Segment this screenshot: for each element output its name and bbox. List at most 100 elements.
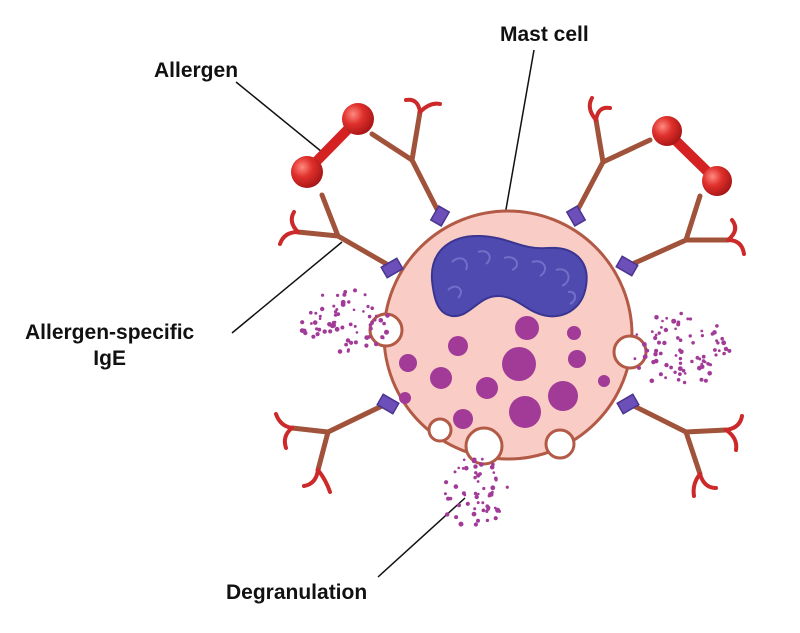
granule-dot [657,340,661,345]
granule-dot [382,321,386,326]
granule-dot [688,317,693,321]
granule-dot [463,493,467,497]
granule-dot [699,377,704,382]
granule-dot [333,313,338,317]
mast-cell-label: Mast cell [500,23,589,46]
degranulation-leader [377,497,466,578]
granule-dot [380,318,383,322]
granule-dot [712,330,717,335]
granule-dot [355,331,359,334]
granule-dot [473,522,478,527]
granule-dot [660,326,663,329]
granule-dot [681,368,686,373]
granule-dot [321,293,325,297]
granule-dot [654,315,659,320]
granule-dot [320,306,325,312]
ige-antibody [369,97,443,218]
granule-dot [717,349,721,353]
granule-dot [493,516,498,521]
allergen-label: Allergen [154,59,239,82]
granule-dot [332,304,336,308]
granule-dot [473,464,478,469]
granule-dot [366,304,370,309]
ige-antibody [572,96,653,218]
granule-dot [653,335,658,341]
granule-dot [715,324,719,328]
granule-dot [364,343,369,348]
granule-dot [498,509,501,513]
mast-cell [368,209,648,466]
granule-dot [336,293,340,297]
granule-dot [722,351,726,356]
granule-dot [348,322,353,327]
granule-dot [454,515,459,520]
granule-dot [664,362,669,368]
granule-dot [457,503,461,508]
granule-dot [384,329,389,335]
granule-dot [474,494,479,500]
granule-dot [303,330,308,336]
granule-dot [635,333,639,336]
ige-antibodies [274,96,746,498]
granule-dot [650,330,654,333]
granule-dot [353,324,357,328]
granule-dot [649,378,655,384]
granule-dot [720,336,724,341]
ige-label-line1: Allergen-specific [25,321,195,344]
granule-dot [651,359,656,365]
granule-dot [493,476,498,481]
granule-dot [642,354,648,360]
granule-dot [473,491,478,496]
granule-dot [707,371,712,376]
granule-dot [697,365,702,371]
granule-dot [340,325,345,330]
granule-dot [310,322,313,325]
granule-dot [344,342,348,347]
ige-antibody [627,401,744,498]
granule-dot [703,360,707,364]
granule-dot [311,334,316,339]
granule-dot [721,340,727,346]
granule-dot [340,299,346,305]
granule-dot [367,335,371,339]
granule-dot [505,485,509,489]
granule-dot [662,340,667,346]
allergen-right [652,116,732,196]
granule-dot [727,348,732,353]
granule-dot [701,354,706,359]
granule-dot [657,331,661,335]
notch-right [612,334,648,370]
granule-dot [370,320,374,325]
granule-dot [337,349,343,354]
granule-dot [343,290,348,294]
granule-dot [676,378,681,382]
granule-dot [678,372,682,376]
granule-dot [703,378,708,383]
granule-dot [678,348,682,353]
granule-dot [314,311,318,315]
granule-dot [374,342,379,347]
leader-lines [231,49,535,578]
granule-dot [485,509,489,513]
granule-dot [676,336,680,340]
granule-dot [473,507,477,511]
notch-bottom-left [427,417,453,443]
granule-dot [334,326,340,332]
granule-dot [370,306,375,311]
granule-dot [654,333,658,337]
granule-dot [453,470,457,474]
granule-dot [671,318,677,324]
granule-dot [477,492,480,496]
granule-dot [443,492,447,496]
fc-receptors [376,205,640,415]
granule-dot [674,327,677,331]
granule-dot [658,351,663,356]
granule-dot [679,311,683,316]
ige-leader [231,241,343,334]
granule-dot [482,486,486,491]
ige-label: Allergen-specific IgE [25,320,194,372]
granule-dot [299,328,305,333]
granule-dot [345,338,351,343]
granule-dot [489,464,495,470]
granule-dot [373,318,377,322]
